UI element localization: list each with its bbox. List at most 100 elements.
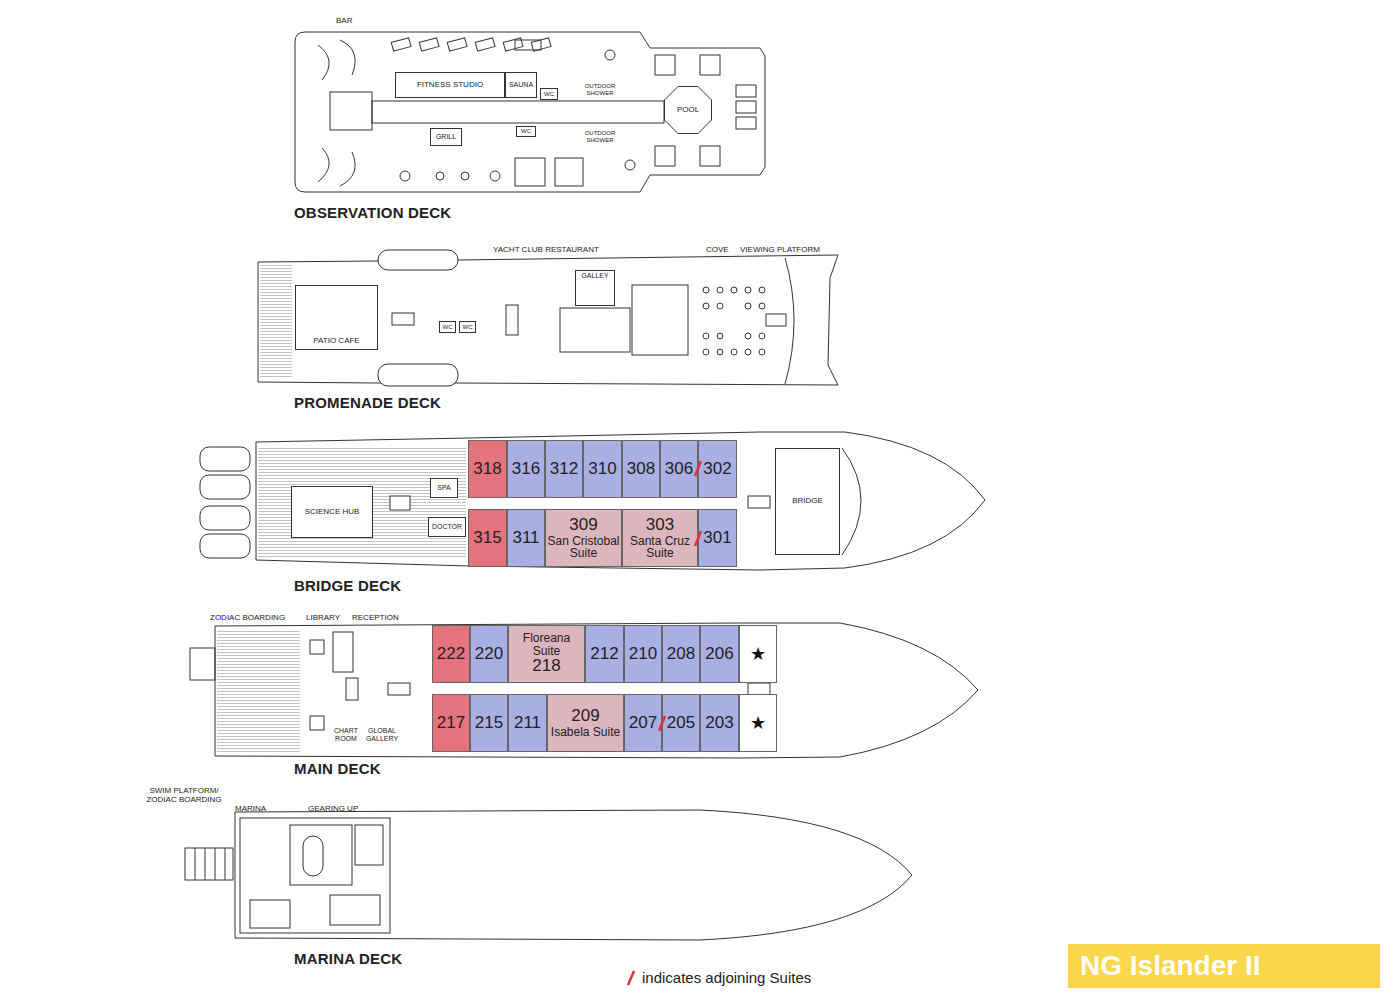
marina-deck-outline — [355, 825, 383, 865]
main-deck-outline — [310, 640, 324, 654]
area-label: OUTDOOR SHOWER — [583, 83, 617, 96]
cabin-number: 207 — [629, 714, 657, 733]
deck-name: MAIN DECK — [294, 761, 381, 778]
observation-deck-outline — [436, 172, 444, 180]
room-box: WC — [516, 126, 536, 137]
promenade-deck-outline — [745, 349, 751, 355]
observation-deck-outline — [515, 158, 545, 186]
observation-deck-outline — [655, 146, 675, 166]
promenade-deck-outline — [258, 250, 838, 386]
promenade-deck-outline — [731, 349, 737, 355]
observation-deck-outline — [736, 101, 756, 113]
area-label: LIBRARY — [306, 614, 340, 623]
marina-deck-outline — [185, 810, 912, 940]
area-label: ZODIAC BOARDING — [210, 614, 285, 623]
observation-deck-outline — [340, 40, 355, 75]
deck-name-holder: PROMENADE DECK — [294, 394, 441, 412]
marina-deck-outline — [250, 900, 290, 928]
area-label-holder: ZODIAC BOARDING — [210, 606, 285, 624]
cabin-number: 310 — [588, 460, 616, 479]
star-box: ★ — [739, 625, 777, 683]
promenade-deck-outline — [717, 287, 723, 293]
legend-swatch — [624, 969, 638, 987]
room-name: BRIDGE — [792, 497, 823, 506]
promenade-deck-outline — [759, 303, 765, 309]
legend-row: indicates adjoining Suites — [624, 969, 811, 987]
promenade-deck-outline — [717, 333, 723, 339]
legend-slash — [628, 971, 634, 985]
cabin-box: 203 — [700, 694, 739, 752]
observation-deck-outline — [391, 38, 411, 51]
room-box: GALLEY — [575, 270, 615, 306]
marina-deck-outline — [240, 818, 390, 933]
promenade-deck-outline — [759, 287, 765, 293]
legend-text: indicates adjoining Suites — [642, 970, 811, 987]
cabin-box: 301 — [698, 509, 737, 567]
area-label: VIEWING PLATFORM — [740, 246, 820, 255]
cabin-number: 220 — [475, 645, 503, 664]
main-deck-outline — [346, 678, 358, 700]
cabin-box: 306 — [660, 440, 698, 498]
area-label: OUTDOOR SHOWER — [583, 130, 617, 143]
main-deck-outline — [190, 623, 978, 758]
promenade-deck-outline — [745, 333, 751, 339]
deck-name-holder: BRIDGE DECK — [294, 577, 401, 595]
promenade-deck-outline — [766, 314, 786, 326]
cabin-number: 306 — [665, 460, 693, 479]
deck-name: MARINA DECK — [294, 951, 402, 968]
main-deck-outline — [217, 630, 300, 752]
area-label: BAR — [336, 17, 352, 26]
room-name: WC — [463, 324, 473, 331]
area-label-holder: OUTDOOR SHOWER — [583, 81, 617, 99]
main-deck-outline — [333, 632, 353, 672]
cabin-box: 311 — [507, 509, 545, 567]
cabin-number: 210 — [629, 645, 657, 664]
cabin-number: 217 — [437, 714, 465, 733]
promenade-deck-outline — [745, 303, 751, 309]
pool-outline — [665, 87, 712, 134]
bridge-deck-outline — [200, 432, 985, 570]
cabin-box: 312 — [545, 440, 583, 498]
observation-deck-outline — [605, 50, 615, 60]
area-label: GEARING UP — [308, 805, 358, 814]
deck-name-holder: OBSERVATION DECK — [294, 204, 451, 222]
cabin-box: 210 — [624, 625, 662, 683]
area-label: RECEPTION — [352, 614, 399, 623]
room-name: DOCTOR — [432, 523, 462, 531]
room-name: SCIENCE HUB — [305, 508, 360, 517]
area-label-holder: LIBRARY — [306, 606, 340, 624]
cabin-number: 222 — [437, 645, 465, 664]
main-deck-outline — [310, 716, 324, 730]
promenade-deck-outline — [717, 303, 723, 309]
area-label-holder: OUTDOOR SHOWER — [583, 128, 617, 146]
cabin-box: 212 — [585, 625, 624, 683]
room-name: WC — [521, 128, 531, 135]
observation-deck-outline — [318, 148, 329, 182]
area-label-holder: RECEPTION — [352, 606, 399, 624]
observation-deck-outline — [700, 146, 720, 166]
cabin-number: 212 — [590, 645, 618, 664]
room-box: WC — [459, 321, 476, 333]
observation-deck-outline — [490, 171, 500, 181]
bridge-deck-outline — [842, 448, 861, 555]
bridge-deck-outline — [256, 432, 985, 570]
cabin-number: 209 — [571, 707, 599, 726]
deck-name: PROMENADE DECK — [294, 395, 441, 412]
cabin-box: 222 — [432, 625, 470, 683]
area-label-holder: YACHT CLUB RESTAURANT — [493, 238, 599, 256]
cabin-box: 316 — [507, 440, 545, 498]
promenade-deck-outline — [759, 349, 765, 355]
deck-name-holder: MARINA DECK — [294, 950, 402, 968]
cabin-box: 308 — [622, 440, 660, 498]
observation-deck-outline — [330, 92, 372, 130]
cabin-box: 217 — [432, 694, 470, 752]
cabin-number: 211 — [514, 714, 541, 733]
observation-deck-outline — [318, 45, 329, 80]
cabin-box: 211 — [508, 694, 547, 752]
promenade-deck-outline — [258, 255, 838, 385]
area-label: YACHT CLUB RESTAURANT — [493, 246, 599, 255]
observation-deck-outline — [419, 38, 439, 51]
promenade-deck-outline — [560, 308, 630, 352]
